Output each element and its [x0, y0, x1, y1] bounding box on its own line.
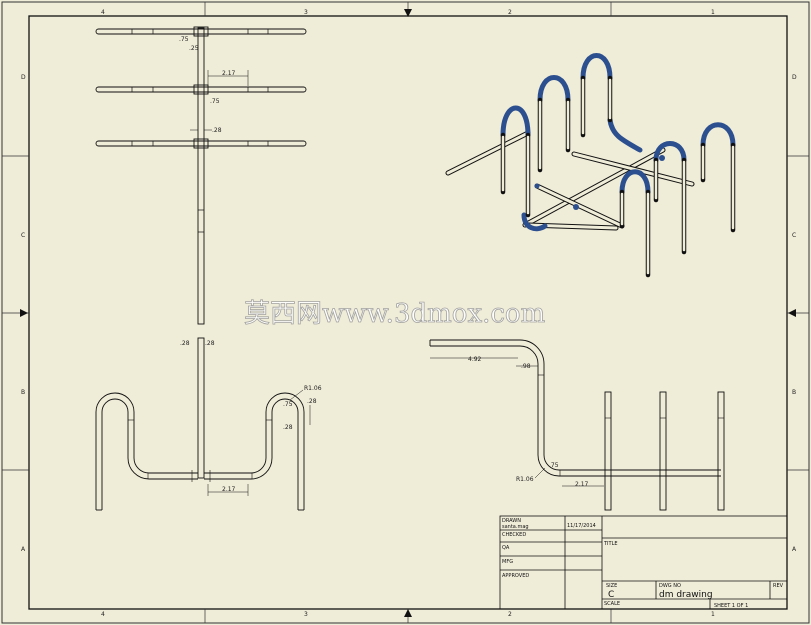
zone-bottom-2: 2: [508, 611, 512, 618]
tb-mfg-label: MFG: [502, 559, 513, 565]
title-block: [499, 515, 788, 610]
dim-d7: .75: [283, 401, 293, 408]
dim-d16: .28: [205, 340, 215, 347]
tb-approved-label: APPROVED: [502, 573, 529, 579]
tb-title-label: TITLE: [603, 541, 618, 547]
zone-right-a: A: [792, 546, 797, 553]
zone-left-c: C: [21, 232, 25, 239]
dim-d14: 2.17: [575, 481, 589, 488]
tb-rev-label: REV: [773, 583, 784, 589]
top-view: [95, 26, 307, 325]
tb-size-label: SIZE: [606, 583, 617, 589]
zone-right-c: C: [792, 232, 796, 239]
tb-dwg-no-value: dm drawing: [659, 590, 713, 600]
zone-left-a: A: [21, 546, 26, 553]
zone-bottom-3: 3: [304, 611, 308, 618]
dim-d6: R1.06: [304, 385, 322, 392]
tb-scale-label: SCALE: [604, 601, 620, 607]
dim-d13: R1.06: [516, 476, 534, 483]
zone-top-4: 4: [101, 9, 105, 16]
dim-d12: .98: [521, 363, 531, 370]
dim-d15: .28: [180, 340, 190, 347]
tb-drawn-by: santa.mag: [502, 524, 529, 530]
dim-d8: .28: [307, 398, 317, 405]
tb-sheet-text: SHEET 1 OF 1: [714, 603, 748, 609]
zone-right-d: D: [792, 74, 797, 81]
side-view: [429, 339, 725, 511]
tb-dwg-no-label: DWG NO: [659, 583, 681, 589]
tb-drawn-date: 11/17/2014: [567, 523, 596, 529]
watermark-text: 莫西网www.3dmox.com: [244, 299, 545, 329]
front-view: [95, 337, 311, 511]
zone-bottom-1: 1: [711, 611, 715, 618]
dim-d9: .28: [283, 424, 293, 431]
dim-d17: .75: [549, 462, 559, 469]
tb-size-value: C: [608, 590, 614, 600]
zone-top-2: 2: [508, 9, 512, 16]
tb-qa-label: QA: [502, 545, 510, 551]
zone-right-b: B: [792, 389, 796, 396]
zone-left-b: B: [21, 389, 25, 396]
dim-d5: .28: [212, 127, 222, 134]
zone-left-d: D: [21, 74, 26, 81]
zone-bottom-4: 4: [101, 611, 105, 618]
zone-top-1: 1: [711, 9, 715, 16]
tb-drawn-label: DRAWN: [502, 518, 521, 524]
tb-checked-label: CHECKED: [502, 532, 526, 538]
dim-d1: .75: [179, 36, 189, 43]
dim-d10: 2.17: [222, 486, 236, 493]
center-marks: [20, 9, 796, 617]
dim-d4: .75: [210, 98, 220, 105]
dim-d2: .25: [189, 45, 199, 52]
dim-d11: 4.92: [468, 356, 482, 363]
isometric-view: [445, 53, 736, 278]
zone-top-3: 3: [304, 9, 308, 16]
dim-d3: 2.17: [222, 70, 236, 77]
